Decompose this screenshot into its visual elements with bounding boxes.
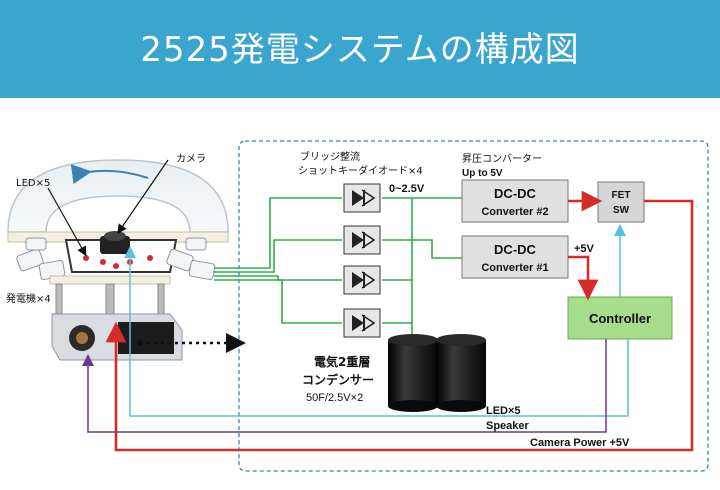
- booster-label-line2: Up to 5V: [462, 168, 503, 179]
- controller-block: Controller: [567, 296, 673, 340]
- red-power-wires: [105, 190, 694, 452]
- led-pointer: [47, 187, 87, 257]
- controller-label: Controller: [589, 311, 651, 326]
- camera-pointer: [117, 159, 169, 234]
- booster-label-line1: 昇圧コンバーター: [462, 153, 542, 165]
- converter-2-title: DC-DC: [494, 186, 536, 201]
- cyan-led-wires: [124, 224, 629, 417]
- diode-bridge-4: [343, 308, 381, 338]
- led-dot: [83, 255, 89, 261]
- generator-label: 発電機×4: [6, 292, 51, 305]
- fet-switch: FET SW: [597, 181, 645, 223]
- fet-label-line2: SW: [613, 205, 630, 216]
- device-illustration: [7, 159, 246, 361]
- diode-bridge-1: [343, 183, 381, 213]
- diode-bridge-3: [343, 265, 381, 295]
- converter-2-sub: Converter #2: [481, 206, 548, 218]
- rotation-arrow: [70, 164, 149, 185]
- inner-tray: [64, 239, 178, 273]
- purple-speaker-wire: [82, 339, 607, 433]
- led-dot: [113, 263, 119, 269]
- camera-body: [100, 236, 130, 254]
- plus5v-label: +5V: [574, 243, 595, 255]
- fet-label-line1: FET: [612, 190, 631, 201]
- capacitor-label-line3: 50F/2.5V×2: [306, 392, 363, 404]
- diode-bridge-2: [343, 225, 381, 255]
- middle-plate: [49, 275, 171, 285]
- camera-label: カメラ: [176, 153, 206, 165]
- capacitor-label-line1: 電気2重層: [314, 354, 370, 369]
- camera-power-label: Camera Power +5V: [530, 437, 630, 449]
- led-dot: [100, 259, 106, 265]
- capacitors: [388, 334, 486, 412]
- converter-1-title: DC-DC: [494, 242, 536, 257]
- bridge-label-line2: ショットキーダイオード×4: [298, 164, 423, 177]
- title-banner: 2525発電システムの構成図: [0, 0, 720, 98]
- converter-2: DC-DC Converter #2: [461, 179, 569, 223]
- speaker-label: Speaker: [486, 420, 530, 432]
- voltage-range-label: 0~2.5V: [389, 183, 425, 195]
- capacitor-label-line2: コンデンサー: [302, 372, 374, 387]
- led-out-label: LED×5: [486, 405, 521, 417]
- electronics-frame: [238, 140, 709, 472]
- led-dot: [147, 255, 153, 261]
- led-label: LED×5: [16, 178, 50, 189]
- generator-wires: [214, 197, 462, 338]
- bridge-label-line1: ブリッジ整流: [300, 150, 360, 163]
- converter-1-sub: Converter #1: [481, 262, 548, 274]
- converter-1: DC-DC Converter #1: [461, 235, 569, 279]
- dome: [7, 159, 229, 233]
- base-controller-box: [118, 322, 174, 354]
- page-title: 2525発電システムの構成図: [140, 30, 580, 70]
- camera-lens: [104, 231, 126, 241]
